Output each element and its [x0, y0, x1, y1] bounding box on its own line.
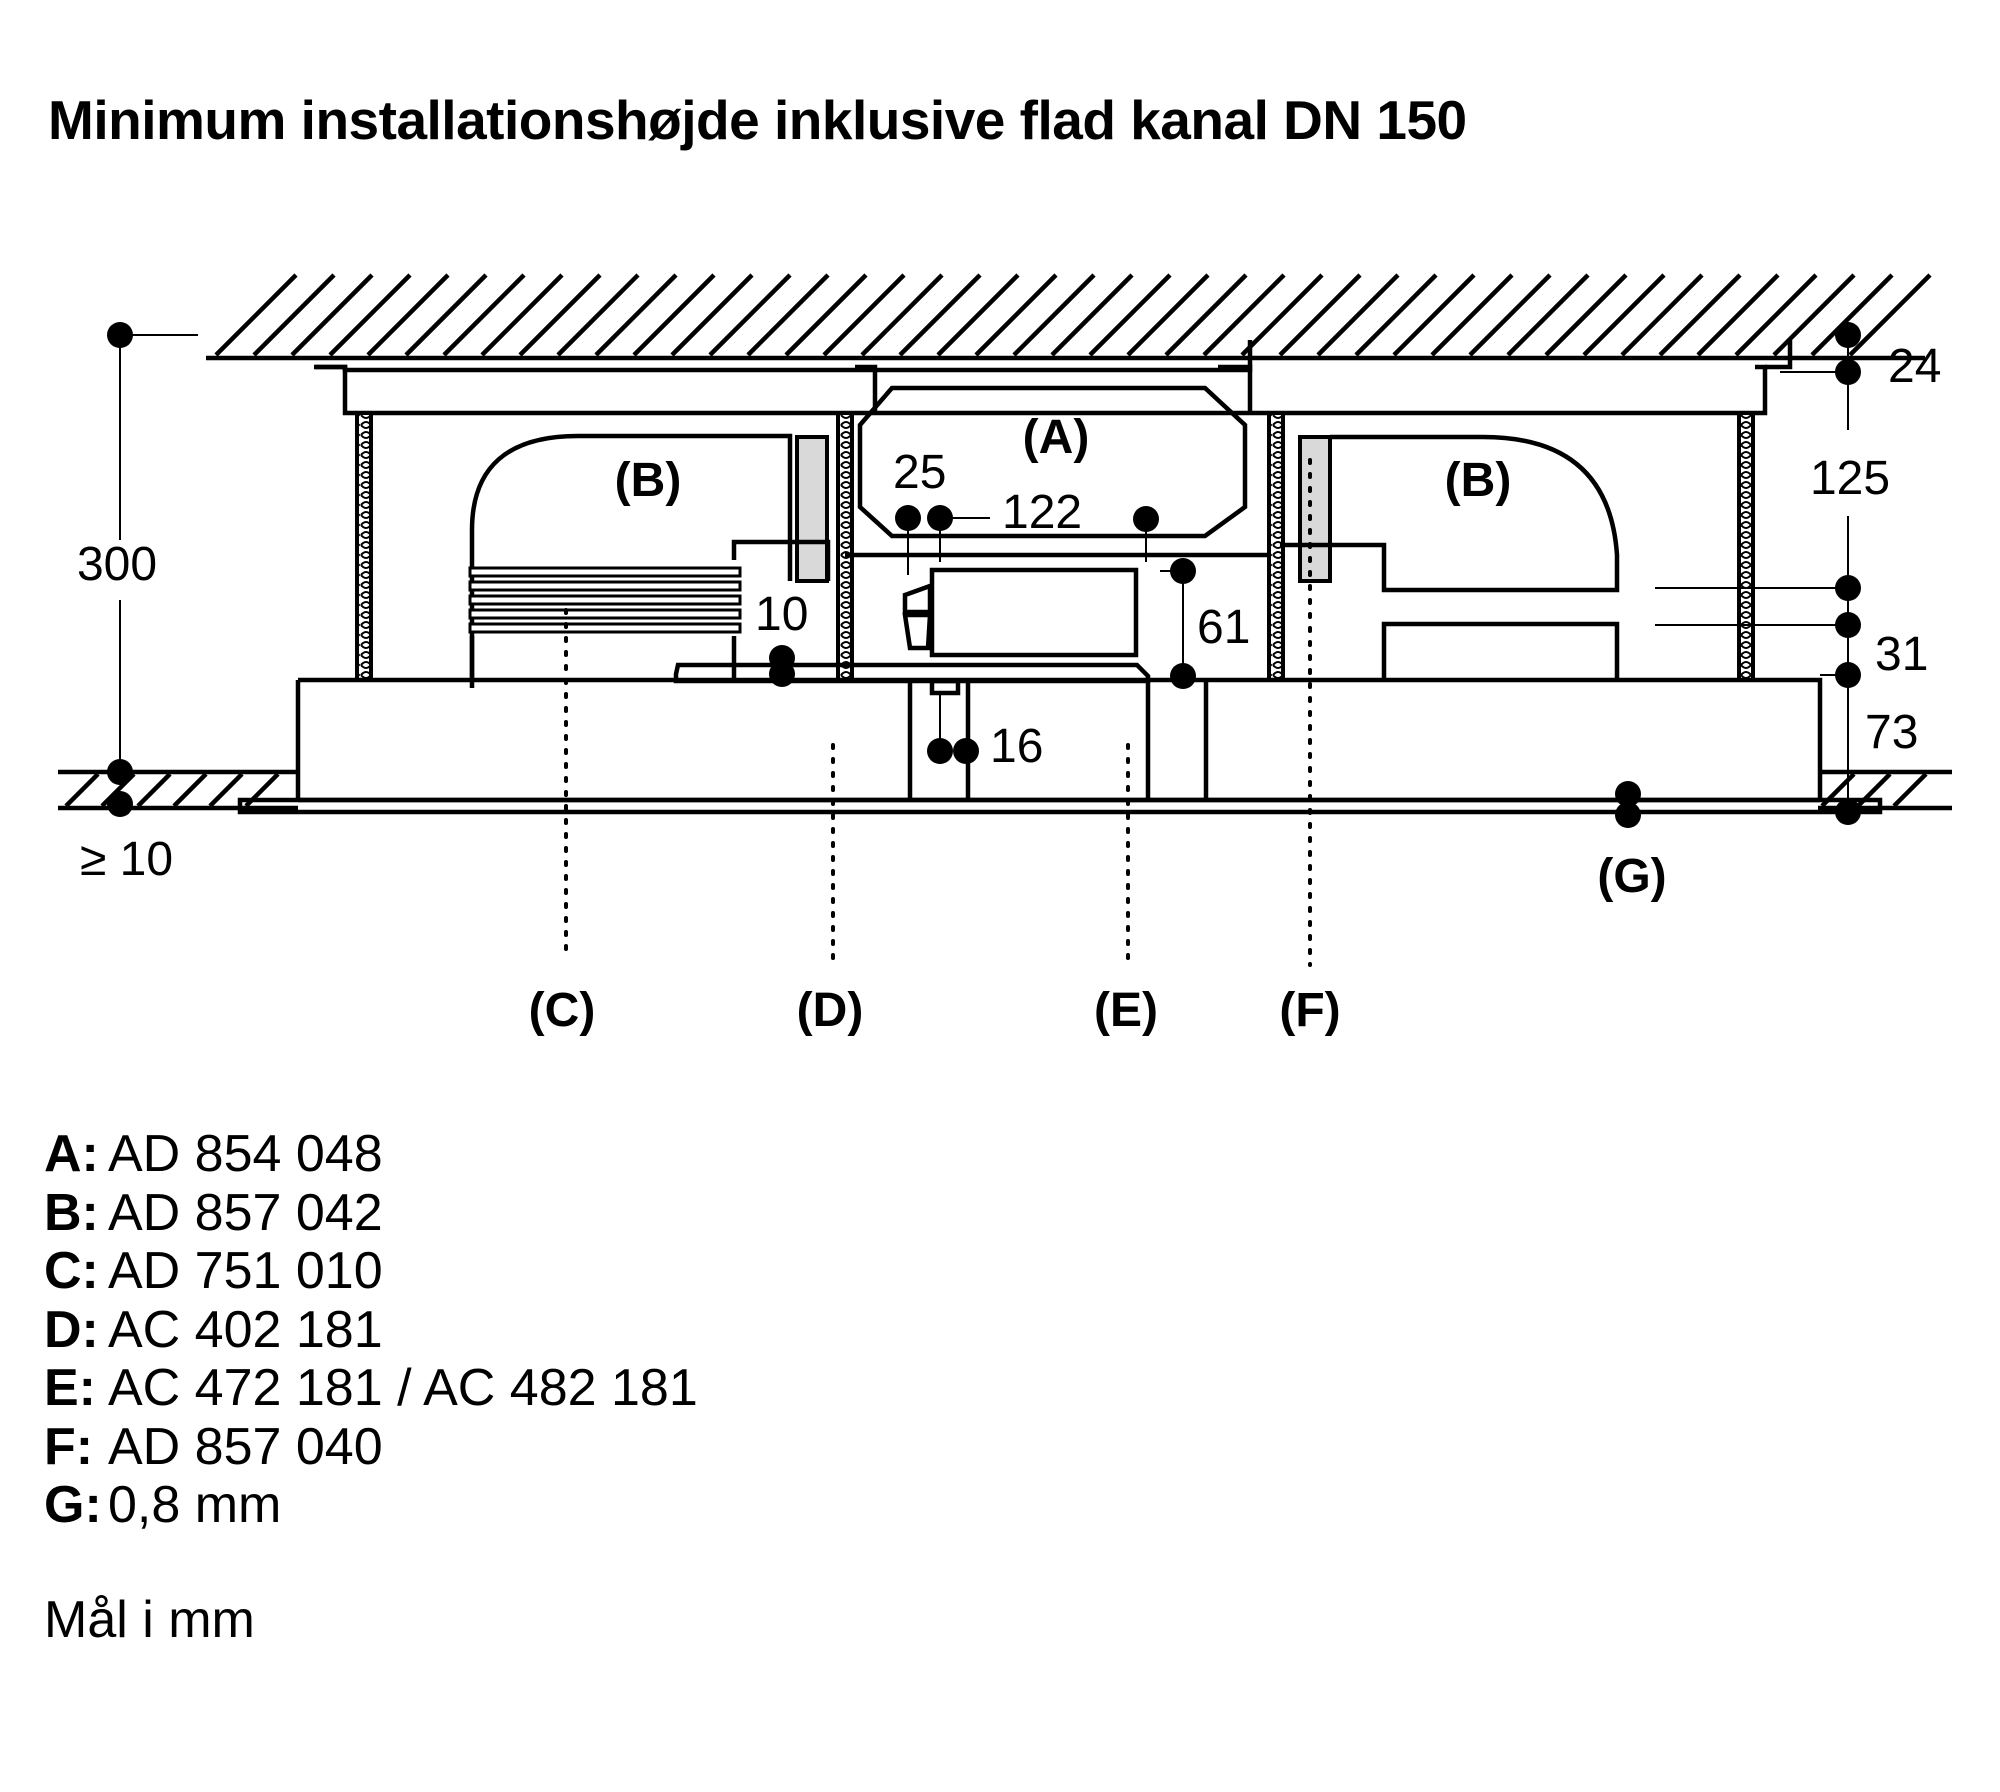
- duct-bend-right: [1280, 434, 1620, 593]
- false-ceiling-right: [1818, 769, 1952, 811]
- threaded-rods: [355, 411, 1755, 682]
- label-b-right: (B): [1445, 454, 1512, 507]
- dim-right: [1655, 322, 1861, 825]
- dim-31-value: 31: [1875, 628, 1928, 681]
- central-duct: [857, 385, 1248, 539]
- dim-25-value: 25: [893, 446, 946, 499]
- dim-73-value: 73: [1865, 706, 1918, 759]
- dim-300: [107, 322, 198, 817]
- unit-note: Mål i mm: [44, 1591, 255, 1649]
- legend-row: G:0,8 mm: [44, 1476, 282, 1534]
- legend-row: C:AD 751 010: [44, 1242, 383, 1300]
- dim-ceiling-gap-value: ≥ 10: [80, 833, 173, 886]
- ceiling-hatch: [206, 273, 1932, 361]
- filter-left: [795, 435, 829, 583]
- dim-122-value: 122: [1002, 486, 1082, 539]
- label-f: (F): [1279, 984, 1340, 1037]
- dim-125-value: 125: [1810, 452, 1890, 505]
- label-g: (G): [1597, 850, 1666, 903]
- legend-row: D:AC 402 181: [44, 1300, 383, 1359]
- legend-row: E:AC 472 181 / AC 482 181: [44, 1359, 698, 1417]
- legend-row: F:AD 857 040: [44, 1417, 383, 1476]
- label-c: (C): [529, 984, 596, 1037]
- diagram-title: Minimum installationshøjde inklusive fla…: [48, 89, 1467, 151]
- legend-row: A:AD 854 048: [44, 1125, 383, 1183]
- connector-left: [731, 539, 831, 581]
- label-a: (A): [1023, 411, 1090, 464]
- dim-61-value: 61: [1197, 601, 1250, 654]
- parts-legend: A:AD 854 048 B:AD 857 042 C:AD 751 010 D…: [44, 1125, 698, 1535]
- label-b-left: (B): [615, 454, 682, 507]
- hob-body: [237, 677, 1883, 815]
- motor-block: [929, 567, 1139, 658]
- dim-24-value: 24: [1888, 340, 1941, 393]
- false-ceiling-left: [58, 769, 298, 811]
- legend-row: B:AD 857 042: [44, 1183, 383, 1242]
- label-d: (D): [797, 984, 864, 1037]
- dim-center: [769, 505, 1641, 828]
- mounting-frame: [314, 340, 1793, 416]
- filter-right: [1298, 435, 1332, 583]
- dim-10-value: 10: [755, 588, 808, 641]
- dim-300-value: 300: [77, 538, 157, 591]
- dim-16-value: 16: [990, 720, 1043, 773]
- duct-bend-left: [469, 433, 793, 688]
- label-e: (E): [1094, 984, 1158, 1037]
- flex-hose: [468, 566, 742, 680]
